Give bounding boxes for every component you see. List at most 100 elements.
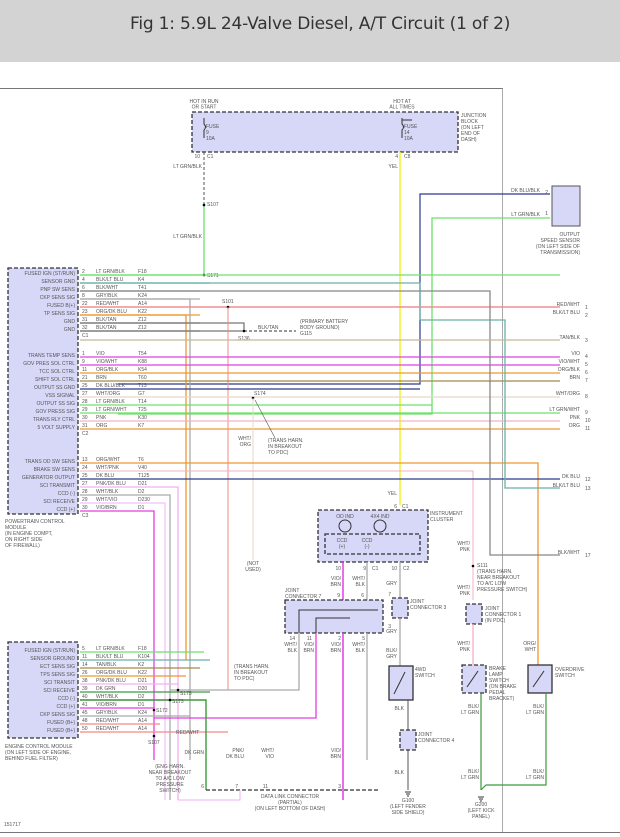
wire-label: WHT/ bbox=[457, 641, 470, 647]
ground-g200-label: (LEFT KICK bbox=[468, 808, 496, 814]
pin-label: 11 bbox=[307, 636, 312, 642]
junction-block-label: (ON LEFT bbox=[461, 125, 484, 131]
pcm-wire-color: LT GRN/BLK bbox=[96, 399, 125, 405]
pcm-wire-color: WHT/ORG bbox=[96, 391, 120, 397]
bottom-divider bbox=[0, 832, 620, 833]
pin-label: 1 bbox=[545, 211, 548, 217]
wire-dk-grn bbox=[80, 699, 207, 790]
wire-label: BLK bbox=[395, 770, 405, 776]
ecm-pin-number: 11 bbox=[82, 654, 87, 660]
pcm-pin-name: CCD (+) bbox=[57, 507, 76, 513]
wire-label: LT GRN bbox=[461, 710, 479, 716]
wire-label: WHT/ bbox=[352, 642, 365, 648]
right-edge-wire-label: DK BLU bbox=[562, 474, 580, 480]
pcm-pin-number: 25 bbox=[82, 383, 88, 389]
ecm-circuit: D2 bbox=[138, 694, 145, 700]
wire-label: BRN bbox=[330, 754, 341, 760]
title-bar: Fig 1: 5.9L 24-Valve Diesel, A/T Circuit… bbox=[0, 0, 620, 62]
ccd-neg-label: (-) bbox=[365, 544, 370, 550]
wire-label: VIO bbox=[265, 754, 274, 760]
pcm-wire-color: VIO bbox=[96, 351, 105, 357]
pcm-wire-color: BRN bbox=[96, 375, 107, 381]
wire-label: LT GRN bbox=[526, 710, 544, 716]
ecm-pin-number: 50 bbox=[82, 726, 88, 732]
pcm-wire-color: ORG bbox=[96, 423, 108, 429]
wire-label: LT GRN/BLK bbox=[173, 234, 202, 240]
ground-g115-label: G115 bbox=[300, 331, 312, 337]
ecm-label: ENGINE CONTROL MODULE bbox=[5, 744, 73, 750]
wire-label: WHT/ bbox=[284, 642, 297, 648]
pcm-circuit: T54 bbox=[138, 351, 147, 357]
pcm-pin-number: 8 bbox=[82, 293, 85, 299]
pcm-circuit: D21 bbox=[138, 481, 147, 487]
wire-label: WHT/ bbox=[238, 436, 251, 442]
pin-label: 9 bbox=[337, 593, 340, 599]
pcm-pin-name: GENERATOR OUTPUT bbox=[22, 475, 75, 481]
pcm-circuit: K4 bbox=[138, 277, 144, 283]
ecm-circuit: D1 bbox=[138, 702, 145, 708]
pcm-pin-number: 30 bbox=[82, 415, 88, 421]
ecm-circuit: K2 bbox=[138, 662, 144, 668]
pin-label: 4 bbox=[395, 154, 398, 160]
pcm-pin-name: OUTPUT SS SIG bbox=[36, 401, 75, 407]
pcm-pin-number: 27 bbox=[82, 391, 88, 397]
connector-label: C1 bbox=[372, 566, 379, 572]
right-edge-number: 2 bbox=[585, 313, 588, 319]
pcm-wire-color: VIO/BRN bbox=[96, 505, 117, 511]
wire-label: VIO/ bbox=[331, 642, 342, 648]
wire-label: YEL bbox=[388, 491, 398, 497]
s111-note: (TRANS HARN. bbox=[477, 569, 513, 575]
pcm-pin-name: SENSOR GND bbox=[41, 279, 75, 285]
wire-label: WHT/ bbox=[352, 576, 365, 582]
pcm-pin-number: 4 bbox=[82, 277, 85, 283]
pcm-circuit: T13 bbox=[138, 383, 147, 389]
right-edge-wire-label: ORG bbox=[569, 423, 581, 429]
pcm-pin-number: 29 bbox=[82, 497, 88, 503]
splice-label: S173 bbox=[172, 699, 184, 705]
pcm-circuit: G7 bbox=[138, 391, 145, 397]
pcm-pin-name: VSS SIGNAL bbox=[45, 393, 75, 399]
s174-note: TO PDC) bbox=[268, 450, 289, 456]
wire-lt-grn-blk-oss bbox=[118, 217, 550, 415]
ecm-wire-color: WHT/BLK bbox=[96, 694, 119, 700]
ecm-wire-color: GRY/BLK bbox=[96, 710, 118, 716]
fuse-9-label: FUSE bbox=[206, 124, 220, 130]
pcm-pin-name: TRANS TEMP SENS bbox=[28, 353, 76, 359]
wire-label: VIO/ bbox=[331, 748, 342, 754]
pcm-wire-color: ORG/DK BLU bbox=[96, 309, 127, 315]
wire-label: VIO/ bbox=[331, 576, 342, 582]
eng-harn-note: TO A/C LOW bbox=[155, 776, 184, 782]
pcm-pin-name: SCI RECEIVE bbox=[43, 499, 75, 505]
pin-label: 6 bbox=[394, 504, 397, 510]
right-edge-wire-label: VIO bbox=[571, 351, 580, 357]
pin-label: 14 bbox=[289, 636, 295, 642]
diagram-frame bbox=[0, 88, 503, 833]
ecm-pin-number: 14 bbox=[82, 662, 88, 668]
pcm-circuit: K22 bbox=[138, 309, 147, 315]
wire-label: BLK bbox=[356, 582, 366, 588]
engine-control-module bbox=[7, 641, 79, 739]
wire-label: ORG bbox=[240, 442, 252, 448]
pcm-pin-number: 32 bbox=[82, 325, 88, 331]
wire-label: ORG/ bbox=[523, 641, 536, 647]
ecm-pin-number: 48 bbox=[82, 718, 88, 724]
hot-at-all-times-label: ALL TIMES bbox=[389, 105, 415, 111]
ecm-wire-color: RED/WHT bbox=[96, 726, 119, 732]
ecm-pin-number: 5 bbox=[82, 646, 85, 652]
splice-label: S174 bbox=[254, 391, 266, 397]
pcm-pin-number: 22 bbox=[82, 301, 88, 307]
pin-label: 6 bbox=[201, 784, 204, 790]
pcm-pin-number: 11 bbox=[82, 367, 87, 373]
ecm-circuit: K22 bbox=[138, 670, 147, 676]
ground-g200-label: G200 bbox=[475, 802, 487, 808]
fuse-9-label: 9 bbox=[206, 130, 209, 136]
switch-blade-icon bbox=[393, 671, 406, 695]
pcm-circuit: Z12 bbox=[138, 317, 147, 323]
junction-block-label: BLOCK bbox=[461, 119, 479, 125]
joint-connector-3-label: JOINT bbox=[410, 599, 424, 605]
ccd-bus-box bbox=[324, 533, 421, 555]
connector-label: C3 bbox=[82, 513, 89, 519]
wire-wht-blk-j7 bbox=[170, 633, 300, 691]
joint-connector-7 bbox=[284, 599, 384, 634]
ecm-pin-number: 39 bbox=[82, 686, 88, 692]
